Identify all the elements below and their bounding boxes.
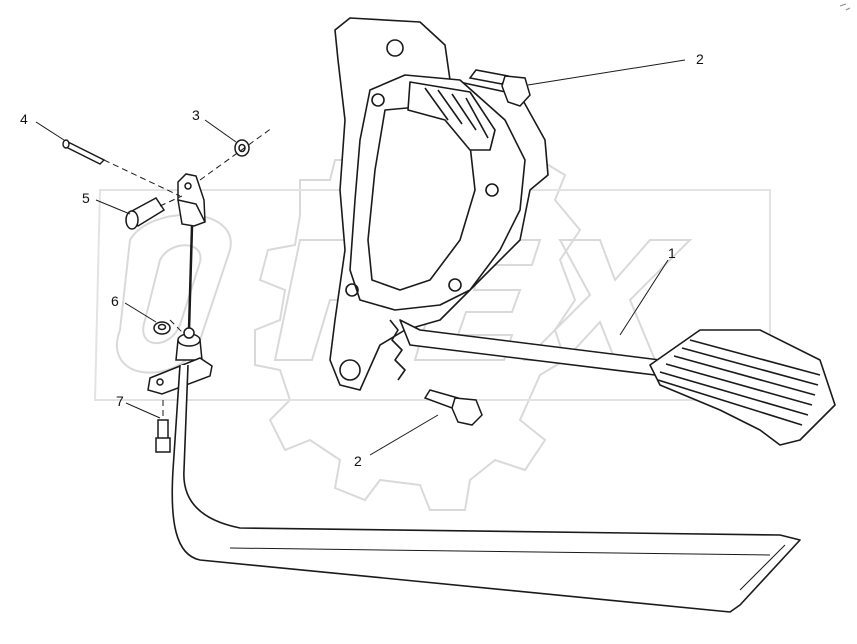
bolt-bottom — [423, 389, 483, 426]
cotter-pin — [62, 139, 106, 165]
throttle-rod — [171, 364, 801, 613]
callout-2-top: 2 — [696, 51, 704, 67]
screw — [155, 419, 171, 453]
leader-3 — [204, 119, 237, 143]
bolt-top — [468, 69, 531, 107]
housing-screw-2 — [485, 183, 499, 197]
callout-5: 5 — [82, 190, 90, 206]
pedal-pad — [649, 329, 836, 446]
callout-7: 7 — [116, 393, 124, 409]
ball-joint — [175, 327, 203, 361]
clevis-pin — [125, 197, 166, 230]
leader-4 — [35, 121, 65, 141]
callout-2-bottom: 2 — [354, 453, 362, 469]
leader-7 — [125, 402, 161, 419]
pedal-assembly — [329, 17, 836, 446]
throttle-rod-edge — [229, 544, 786, 591]
leader-5 — [95, 199, 131, 215]
clevis-bracket — [177, 173, 206, 227]
callout-3: 3 — [192, 107, 200, 123]
watermark-letter-o — [116, 214, 232, 374]
watermark-letter-e — [413, 239, 542, 361]
callouts: 1 2 2 3 4 5 6 7 — [20, 51, 704, 469]
connector-block — [407, 81, 496, 151]
watermark-letter-x — [522, 239, 693, 361]
washer — [234, 139, 250, 157]
sawtooth-edge — [389, 319, 406, 381]
mount-hole-top — [386, 39, 404, 57]
alignment-lines — [103, 127, 273, 420]
callout-1: 1 — [668, 245, 676, 261]
housing-screw-4 — [345, 283, 359, 297]
link-rod — [187, 225, 194, 331]
leader-1 — [619, 259, 669, 336]
pedal-arm — [399, 319, 661, 376]
nut — [153, 321, 171, 335]
mount-hole-left — [339, 359, 361, 381]
leader-6 — [124, 302, 157, 323]
leader-2-top — [527, 59, 686, 86]
housing-screw-3 — [448, 278, 462, 292]
callout-6: 6 — [111, 293, 119, 309]
housing-screw-1 — [371, 93, 385, 107]
leader-2-bottom — [369, 414, 439, 456]
corner-mark — [839, 3, 851, 11]
callout-4: 4 — [20, 111, 28, 127]
connector-ribs — [424, 87, 489, 139]
watermark-letter-o-inner — [142, 244, 202, 345]
pedal-grooves — [657, 339, 821, 426]
leader-lines — [35, 59, 686, 456]
